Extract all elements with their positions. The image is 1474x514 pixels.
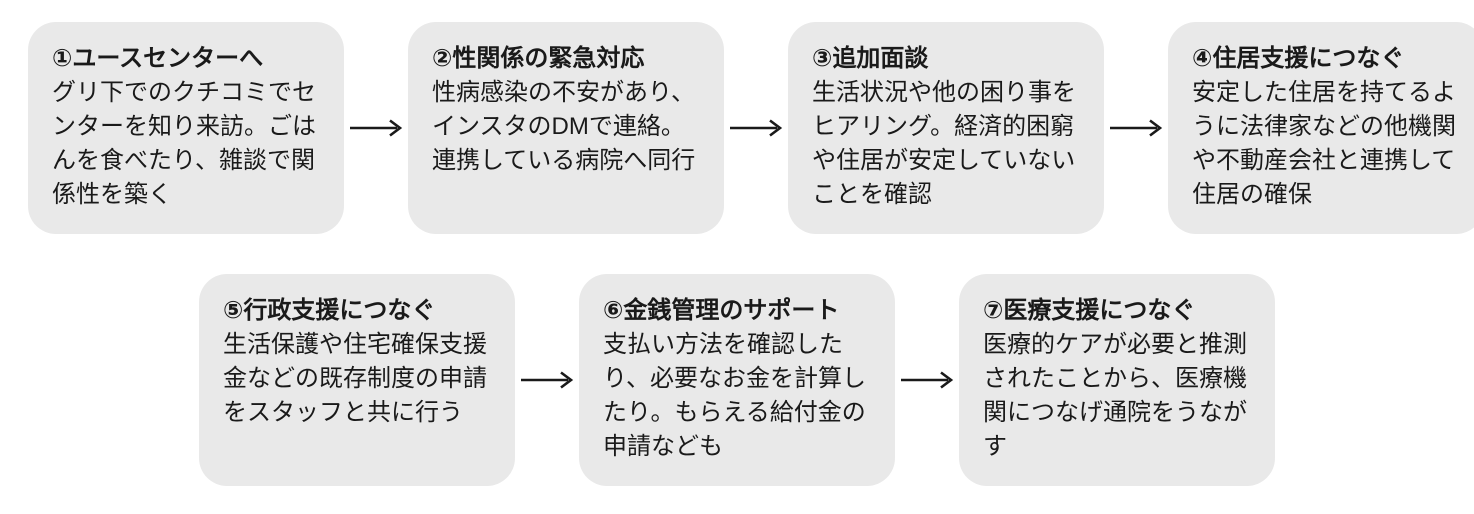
step-box-3: ③追加面談 生活状況や他の困り事をヒアリング。経済的困窮や住居が安定していないこ… [788, 22, 1104, 234]
step-box-7: ⑦医療支援につなぐ 医療的ケアが必要と推測されたことから、医療機関につなげ通院を… [959, 274, 1275, 486]
step-body: 支払い方法を確認したり、必要なお金を計算したり。もらえる給付金の申請なども [603, 331, 867, 460]
step-body: 性病感染の不安があり、インスタのDMで連絡。連携している病院へ同行 [432, 79, 696, 174]
step-title: ⑦医療支援につなぐ [983, 297, 1196, 324]
flow-row-2: ⑤行政支援につなぐ 生活保護や住宅確保支援金などの既存制度の申請をスタッフと共に… [0, 274, 1474, 486]
arrow-right-icon [727, 117, 785, 139]
step-box-1: ①ユースセンターへ グリ下でのクチコミでセンターを知り来訪。ごはんを食べたり、雑… [28, 22, 344, 234]
step-box-5: ⑤行政支援につなぐ 生活保護や住宅確保支援金などの既存制度の申請をスタッフと共に… [199, 274, 515, 486]
step-title: ⑤行政支援につなぐ [223, 297, 436, 324]
step-body: 生活保護や住宅確保支援金などの既存制度の申請をスタッフと共に行う [223, 331, 487, 426]
step-title: ②性関係の緊急対応 [432, 45, 645, 72]
step-box-4: ④住居支援につなぐ 安定した住居を持てるように法律家などの他機関や不動産会社と連… [1168, 22, 1474, 234]
arrow-right-icon [518, 369, 576, 391]
arrow-right-icon [898, 369, 956, 391]
step-title: ④住居支援につなぐ [1192, 45, 1405, 72]
step-title: ⑥金銭管理のサポート [603, 297, 840, 324]
arrow-right-icon [1107, 117, 1165, 139]
step-body: 生活状況や他の困り事をヒアリング。経済的困窮や住居が安定していないことを確認 [812, 79, 1076, 208]
step-box-6: ⑥金銭管理のサポート 支払い方法を確認したり、必要なお金を計算したり。もらえる給… [579, 274, 895, 486]
arrow-right-icon [347, 117, 405, 139]
step-title: ③追加面談 [812, 45, 929, 72]
step-body: 安定した住居を持てるように法律家などの他機関や不動産会社と連携して住居の確保 [1192, 79, 1456, 208]
flow-row-1: ①ユースセンターへ グリ下でのクチコミでセンターを知り来訪。ごはんを食べたり、雑… [28, 22, 1474, 234]
step-body: 医療的ケアが必要と推測されたことから、医療機関につなげ通院をうながす [983, 331, 1247, 460]
step-title: ①ユースセンターへ [52, 45, 264, 72]
step-body: グリ下でのクチコミでセンターを知り来訪。ごはんを食べたり、雑談で関係性を築く [52, 79, 316, 208]
step-box-2: ②性関係の緊急対応 性病感染の不安があり、インスタのDMで連絡。連携している病院… [408, 22, 724, 234]
